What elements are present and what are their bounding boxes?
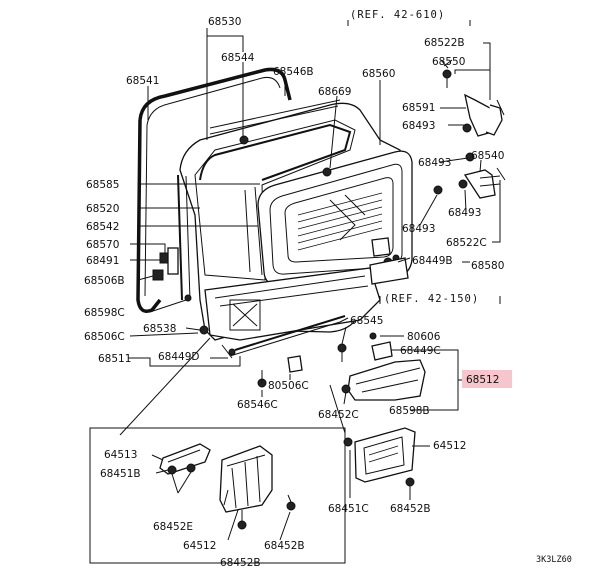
label-68530: 68530 [208, 16, 241, 28]
label-68560: 68560 [362, 68, 395, 80]
label-68506C: 68506C [84, 331, 125, 343]
weatherstrip-68541 [136, 67, 292, 313]
label-68542: 68542 [86, 221, 119, 233]
label-68541: 68541 [126, 75, 159, 87]
label-80506C: 80506C [268, 380, 309, 392]
label-68598B: 68598B [389, 405, 430, 417]
label-64513: 64513 [104, 449, 137, 461]
diagram-code: 3K3LZ60 [536, 555, 572, 565]
label-68570: 68570 [86, 239, 119, 251]
label-68452E: 68452E [153, 521, 193, 533]
ref-brackets [347, 20, 501, 304]
label-68449C: 68449C [400, 345, 441, 357]
label-68520: 68520 [86, 203, 119, 215]
label-68452C: 68452C [318, 409, 359, 421]
ref-label-42-150: (REF. 42-150) [384, 293, 479, 305]
label-68449D: 68449D [158, 351, 200, 363]
label-64512-right: 64512 [433, 440, 466, 452]
label-68452B-inset: 68452B [264, 540, 305, 552]
label-68493-a: 68493 [402, 120, 435, 132]
label-68580: 68580 [471, 260, 504, 272]
label-68546C: 68546C [237, 399, 278, 411]
label-68669: 68669 [318, 86, 351, 98]
label-68591: 68591 [402, 102, 435, 114]
label-68585: 68585 [86, 179, 119, 191]
label-68598C: 68598C [84, 307, 125, 319]
inset-box [89, 427, 346, 564]
label-68493-d: 68493 [402, 223, 435, 235]
label-68540: 68540 [471, 150, 504, 162]
handle-68512 [347, 359, 426, 401]
label-68452B-low: 68452B [220, 557, 261, 569]
label-68545: 68545 [350, 315, 383, 327]
label-68538: 68538 [143, 323, 176, 335]
label-68506B: 68506B [84, 275, 125, 287]
label-68511: 68511 [98, 353, 131, 365]
label-68522C: 68522C [446, 237, 487, 249]
tailgate-drawing [89, 59, 506, 564]
label-68493-c: 68493 [448, 207, 481, 219]
label-68550: 68550 [432, 56, 465, 68]
label-68452B-right: 68452B [390, 503, 431, 515]
highlight-68512 [462, 370, 512, 388]
label-80606: 80606 [407, 331, 441, 343]
label-68546B: 68546B [273, 66, 314, 78]
label-68522B: 68522B [424, 37, 465, 49]
label-68493-b: 68493 [418, 157, 451, 169]
label-68512: 68512 [466, 374, 499, 386]
labels: (REF. 42-610) (REF. 42-150) 68530 68544 … [84, 9, 572, 569]
label-64512-inset: 64512 [183, 540, 216, 552]
label-68449B: 68449B [412, 255, 453, 267]
label-68451B: 68451B [100, 468, 141, 480]
label-68451C: 68451C [328, 503, 369, 515]
label-68544: 68544 [221, 52, 255, 64]
plate-64512 [354, 427, 416, 483]
label-68491: 68491 [86, 255, 119, 267]
ref-label-42-610: (REF. 42-610) [350, 9, 445, 21]
leader-lines [128, 28, 501, 500]
